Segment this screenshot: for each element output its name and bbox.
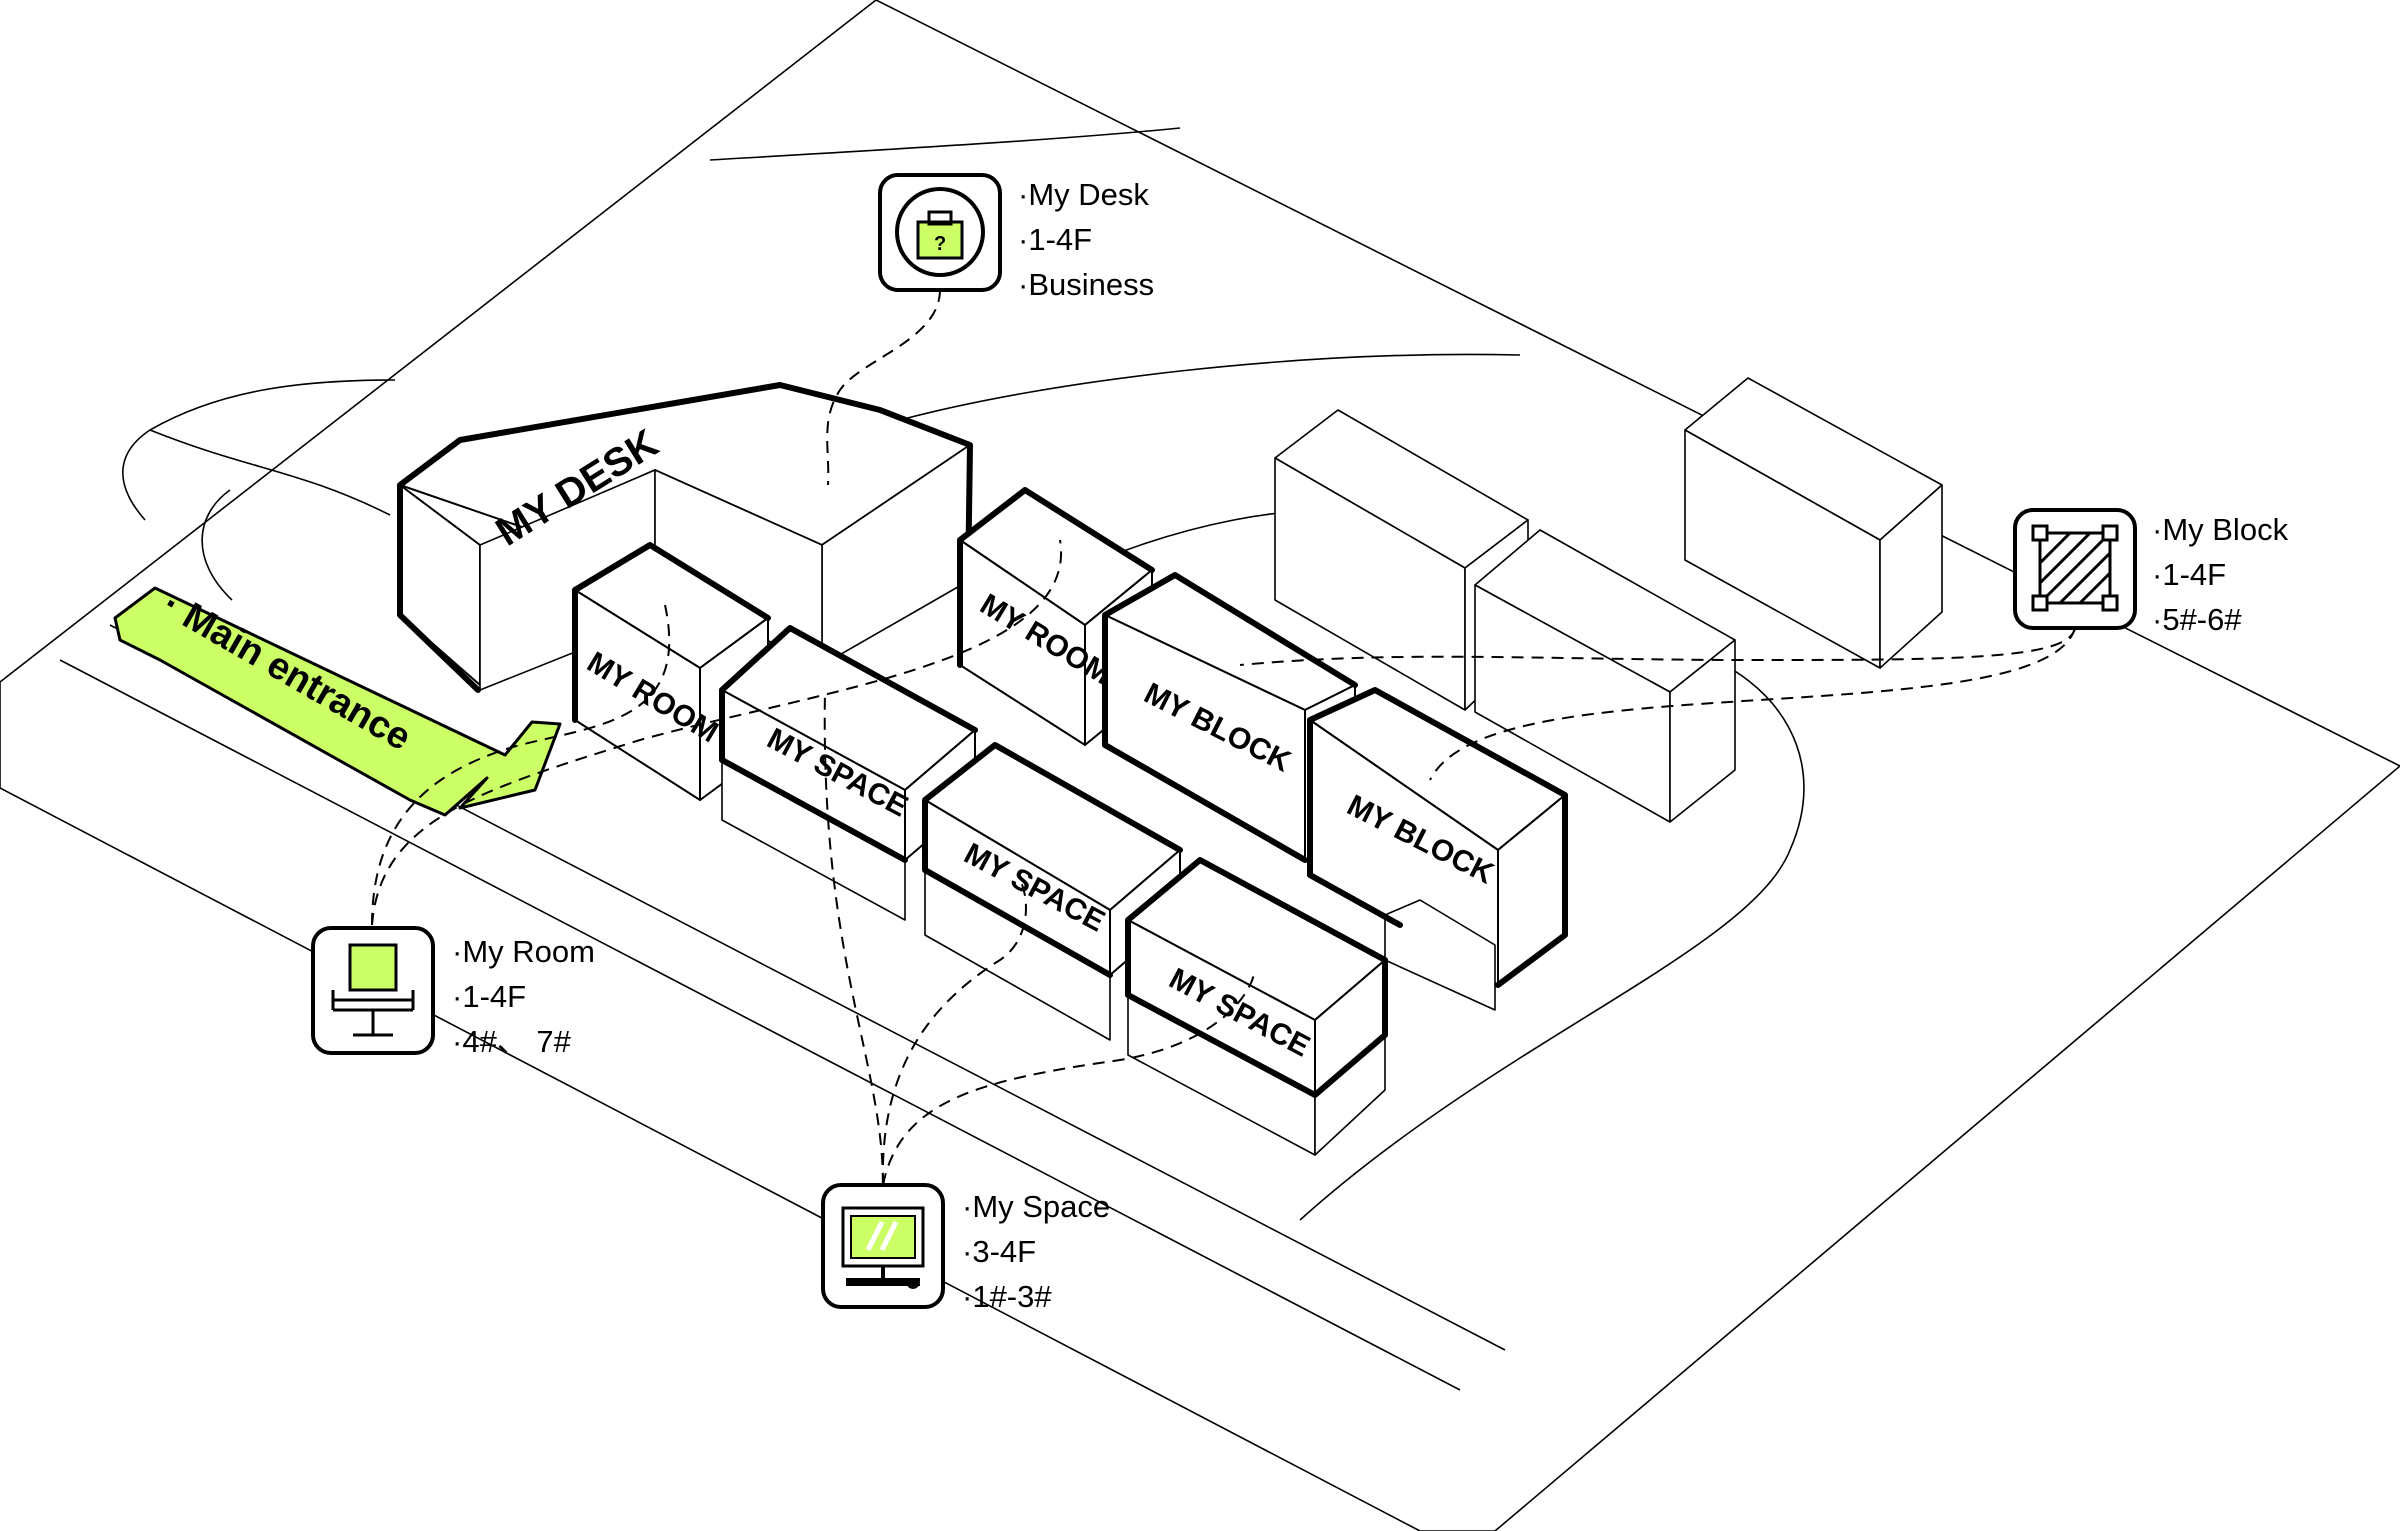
connector-space-3 bbox=[882, 969, 1256, 1186]
connector-lines bbox=[371, 289, 2076, 1186]
briefcase-icon: ? bbox=[895, 187, 985, 277]
legend-desk-line-1: ·My Desk bbox=[1018, 177, 1149, 212]
connector-room-2 bbox=[371, 539, 1063, 926]
east-road-curve bbox=[1299, 649, 1805, 1221]
connector-space-2 bbox=[881, 879, 1027, 1186]
legend-desk-line-2: ·1-4F bbox=[1018, 222, 1092, 257]
road-top-curve bbox=[709, 127, 1181, 161]
my-space-3-building: MY SPACE bbox=[1125, 857, 1388, 1156]
connector-block-2 bbox=[1429, 627, 2076, 781]
legend-space-line-2: ·3-4F bbox=[962, 1234, 1036, 1269]
connector-space bbox=[823, 689, 884, 1186]
legend-room-line-1: ·My Room bbox=[452, 934, 595, 969]
my-block-2-annex bbox=[1384, 899, 1496, 1011]
my-block-1-outline bbox=[1102, 572, 1358, 863]
svg-text:?: ? bbox=[934, 233, 946, 255]
legend-block: ·My Block ·1-4F ·5#-6# bbox=[2013, 508, 2289, 637]
connector-room bbox=[371, 604, 671, 926]
road-edge-south-outer bbox=[59, 659, 1461, 1391]
legend-space-line-1: ·My Space bbox=[962, 1189, 1110, 1224]
my-space-3-outline bbox=[1125, 857, 1388, 1098]
legend-space: ·My Space ·3-4F ·1#-3# bbox=[821, 1183, 1110, 1314]
legend-block-line-3: ·5#-6# bbox=[2152, 602, 2242, 637]
context-c-right bbox=[1879, 484, 1943, 669]
legend-room-line-2: ·1-4F bbox=[452, 979, 526, 1014]
my-room-2-building: MY ROOM bbox=[957, 487, 1155, 746]
connector-desk bbox=[826, 289, 941, 486]
loop-road-inner bbox=[201, 489, 233, 601]
legend-desk-line-3: ·Business bbox=[1018, 267, 1154, 302]
loop-road-outer bbox=[122, 379, 396, 521]
workstation-chair-icon bbox=[331, 943, 415, 1037]
legend-space-line-3: ·1#-3# bbox=[962, 1279, 1052, 1314]
my-desk-outline bbox=[397, 382, 973, 693]
hatched-square-icon bbox=[2031, 524, 2119, 612]
legend-room-line-3: ·4#、 7# bbox=[452, 1024, 572, 1059]
my-room-1-outline bbox=[572, 542, 771, 723]
legend-block-line-2: ·1-4F bbox=[2152, 557, 2226, 592]
my-block-2-outline bbox=[1307, 687, 1568, 988]
my-space-1-outline bbox=[719, 625, 978, 863]
my-space-2-outline bbox=[922, 742, 1183, 978]
computer-monitor-icon bbox=[841, 1206, 925, 1289]
legend-desk: ? ·My Desk ·1-4F ·Business bbox=[878, 173, 1154, 302]
entrance-arrow-shape bbox=[113, 586, 562, 817]
my-room-2-outline bbox=[957, 487, 1155, 668]
context-b-right bbox=[1669, 639, 1736, 823]
connector-block bbox=[1239, 627, 2076, 666]
legend-block-line-1: ·My Block bbox=[2152, 512, 2289, 547]
context-buildings bbox=[1274, 377, 1943, 823]
legend-room: ·My Room ·1-4F ·4#、 7# bbox=[311, 926, 595, 1059]
